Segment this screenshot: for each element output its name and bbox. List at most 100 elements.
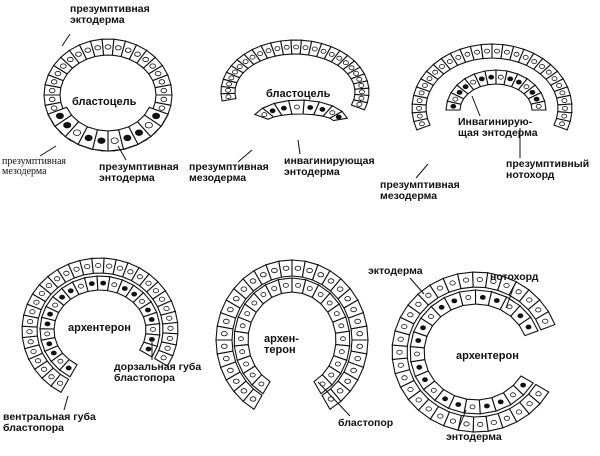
cell-nucleus: [523, 84, 530, 90]
cell-nucleus: [422, 377, 428, 383]
cell-nucleus: [152, 112, 161, 120]
cell-nucleus: [249, 278, 257, 284]
cell-nucleus: [551, 76, 558, 81]
cell-nucleus: [436, 285, 443, 291]
cell-nucleus: [242, 59, 249, 64]
cell-nucleus: [225, 87, 231, 93]
label-stage5-blastopore: бластопор: [338, 417, 394, 429]
cell-nucleus: [559, 121, 565, 127]
label-stage2-blastocoel: бластоцель: [266, 88, 331, 100]
stage1-vegetal-cells: [47, 106, 169, 152]
cell-nucleus: [335, 114, 342, 120]
cell-nucleus: [327, 278, 335, 284]
cell-nucleus: [40, 366, 48, 372]
cell-nucleus: [243, 361, 250, 367]
cell-nucleus: [94, 45, 101, 51]
cell-nucleus: [342, 60, 349, 66]
cell-nucleus: [561, 113, 568, 119]
cell-nucleus: [328, 372, 335, 378]
cell-nucleus: [529, 90, 536, 95]
cell-nucleus: [462, 277, 470, 283]
cell-nucleus: [282, 265, 290, 271]
cell-nucleus: [26, 319, 34, 325]
stage2-invaginating-endoderm: [253, 99, 349, 122]
cell-nucleus: [507, 76, 514, 82]
cell-nucleus: [497, 399, 504, 405]
cell-nucleus: [401, 375, 408, 381]
cell-nucleus: [158, 105, 166, 111]
cell-nucleus: [415, 338, 422, 343]
cell-nucleus: [280, 105, 287, 111]
cell-nucleus: [163, 305, 170, 311]
cell-nucleus: [158, 79, 166, 85]
leader-stage1-mesoderm: [39, 145, 57, 157]
cell-nucleus: [517, 313, 524, 319]
cell-nucleus: [515, 409, 523, 415]
cell-nucleus: [27, 339, 34, 345]
cell-nucleus: [44, 321, 51, 327]
cell-nucleus: [260, 292, 267, 297]
cell-nucleus: [535, 391, 542, 397]
cell-nucleus: [124, 47, 132, 53]
cell-nucleus: [562, 106, 568, 111]
cell-nucleus: [533, 96, 540, 102]
cell-nucleus: [516, 79, 522, 85]
cell-nucleus: [55, 112, 64, 120]
cell-nucleus: [526, 297, 533, 303]
cell-nucleus: [432, 69, 439, 75]
cell-nucleus: [407, 312, 414, 318]
leader-stage1-endoderm: [117, 145, 127, 161]
cell-nucleus: [526, 401, 533, 407]
cell-nucleus: [44, 331, 51, 337]
cell-nucleus: [249, 372, 256, 378]
cell-nucleus: [359, 89, 365, 95]
cell-nucleus: [67, 288, 74, 294]
cell-nucleus: [239, 323, 246, 329]
cell-nucleus: [233, 296, 240, 302]
cell-nucleus: [134, 129, 143, 136]
cell-nucleus: [227, 367, 234, 373]
cell-nucleus: [329, 110, 336, 116]
label-stage1-mesoderm: презумптивная мезодерма: [2, 156, 67, 177]
label-stage3-endoderm: Инвагинирую- щая энтодерма: [458, 116, 538, 139]
label-stage6-notochord: нотохорд: [490, 271, 539, 283]
cell-nucleus: [282, 282, 289, 288]
leader-stage6-ectoderm: [409, 277, 425, 295]
leader-stage5-blastopore: [317, 381, 351, 417]
cell-nucleus: [67, 56, 74, 63]
cell-nucleus: [437, 413, 444, 419]
cell-nucleus: [449, 418, 457, 424]
cell-nucleus: [63, 121, 72, 129]
cell-nucleus: [356, 102, 363, 107]
cell-nucleus: [397, 336, 404, 342]
cell-nucleus: [48, 88, 56, 94]
cell-nucleus: [104, 44, 112, 50]
label-stage6-endoderm: энтодерма: [446, 431, 502, 443]
cell-nucleus: [144, 307, 151, 313]
cell-nucleus: [474, 49, 481, 55]
cell-nucleus: [244, 311, 251, 317]
cell-nucleus: [38, 290, 46, 296]
cell-nucleus: [407, 386, 414, 392]
leader-stage3-mesoderm: [415, 163, 429, 179]
cell-nucleus: [539, 64, 545, 69]
cell-nucleus: [415, 301, 422, 307]
cell-nucleus: [559, 90, 566, 96]
cell-nucleus: [484, 48, 490, 54]
cell-nucleus: [257, 51, 264, 56]
cell-nucleus: [269, 108, 276, 114]
cell-nucleus: [531, 59, 538, 64]
cell-nucleus: [259, 272, 267, 278]
cell-nucleus: [515, 289, 522, 295]
cell-nucleus: [50, 79, 58, 85]
cell-nucleus: [106, 263, 113, 269]
cell-nucleus: [29, 309, 36, 315]
cell-nucleus: [65, 365, 72, 371]
cell-nucleus: [34, 358, 42, 364]
cell-nucleus: [356, 76, 363, 82]
cell-nucleus: [236, 64, 243, 69]
cell-nucleus: [463, 421, 470, 427]
cell-nucleus: [344, 378, 352, 384]
cell-nucleus: [149, 63, 157, 69]
cell-nucleus: [503, 282, 510, 288]
